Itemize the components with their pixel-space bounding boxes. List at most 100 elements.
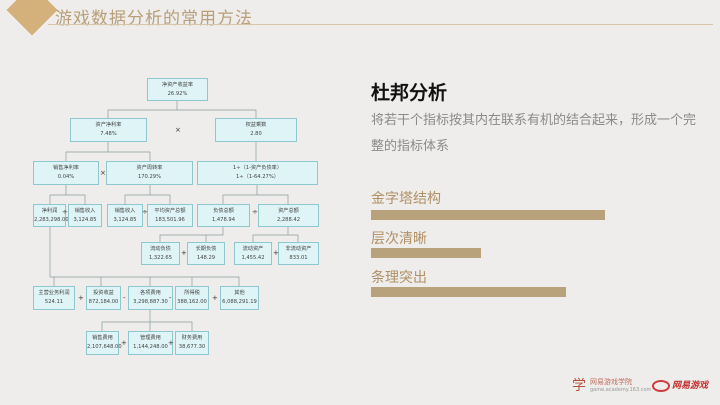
equity-multiplier-label: 权益乘数 bbox=[245, 122, 267, 128]
main-profit-value: 524.11 bbox=[44, 299, 64, 305]
asset-turnover-label: 资产周转率 bbox=[136, 165, 163, 171]
total-assets-label: 资产总额 bbox=[278, 207, 299, 214]
debt-formula-box: 1÷（1-资产负债率） 1÷（1-64.27%） bbox=[197, 161, 318, 185]
expenses-value: 3,298,887.30 bbox=[133, 299, 168, 305]
current-liabilities-box: 流动负债 1,322.65 bbox=[141, 242, 180, 265]
sales-revenue-box: 销售收入 3,124.85 bbox=[68, 204, 102, 227]
admin-expenses-label: 管理费用 bbox=[140, 335, 161, 341]
roe-box: 净资产收益率 26.92% bbox=[147, 78, 208, 101]
admin-expenses-box: 管理费用 1,144,248.00 bbox=[128, 331, 173, 355]
admin-expenses-value: 1,144,248.00 bbox=[133, 344, 168, 350]
plus-operator: + bbox=[273, 249, 279, 257]
section-heading: 杜邦分析 bbox=[371, 82, 448, 104]
current-assets-label: 流动资产 bbox=[242, 245, 264, 252]
net-profit-label: 净利润 bbox=[41, 207, 58, 214]
non-current-assets-label: 非流动资产 bbox=[285, 245, 312, 252]
net-profit-box: 净利润 2,283,298.00 bbox=[33, 204, 69, 227]
roa-value: 7.48% bbox=[100, 131, 117, 137]
point-hierarchy: 层次清晰 bbox=[371, 231, 427, 247]
minus-operator: - bbox=[169, 294, 172, 302]
divide-operator: ÷ bbox=[142, 208, 148, 216]
academy-logo-icon: 学 bbox=[572, 378, 586, 394]
times-operator: × bbox=[175, 126, 181, 134]
academy-url: game.academy.163.com bbox=[590, 386, 652, 393]
sales-revenue-box-2: 销售收入 3,124.85 bbox=[107, 204, 143, 227]
net-margin-box: 销售净利率 0.04% bbox=[33, 161, 99, 185]
roe-label: 净资产收益率 bbox=[161, 81, 194, 88]
times-operator: × bbox=[100, 169, 106, 177]
brand-logo-icon bbox=[652, 379, 670, 392]
plus-operator: + bbox=[181, 249, 187, 257]
plus-operator: + bbox=[168, 339, 174, 347]
other-value: 6,088,291.19 bbox=[222, 299, 257, 305]
finance-expenses-value: 38,677.30 bbox=[178, 344, 206, 350]
avg-total-assets-label: 平均资产总额 bbox=[154, 207, 186, 214]
investment-income-value: 872,184.00 bbox=[88, 299, 119, 305]
avg-total-assets-box: 平均资产总额 183,501.96 bbox=[147, 204, 193, 227]
long-term-liabilities-box: 长期负债 148.29 bbox=[187, 242, 225, 265]
other-label: 其他 bbox=[234, 290, 245, 296]
non-current-assets-box: 非流动资产 833.01 bbox=[278, 242, 319, 265]
total-liabilities-label: 负债总额 bbox=[213, 207, 234, 214]
divide-operator: ÷ bbox=[252, 208, 258, 216]
avg-total-assets-value: 183,501.96 bbox=[155, 216, 185, 223]
diagram-connectors bbox=[49, 101, 299, 331]
section-description: 将若干个指标按其内在联系有机的结合起来，形成一个完整的指标体系 bbox=[371, 113, 697, 154]
asset-turnover-box: 资产周转率 170.29% bbox=[106, 161, 193, 185]
equity-multiplier-box: 权益乘数 2.80 bbox=[215, 118, 297, 142]
sales-revenue-label: 销售收入 bbox=[114, 207, 136, 214]
selling-expenses-box: 销售费用 2,107,648.00 bbox=[86, 331, 122, 355]
minus-operator: - bbox=[123, 294, 126, 302]
divide-operator: ÷ bbox=[62, 208, 68, 216]
sales-revenue-label: 销售收入 bbox=[74, 207, 96, 214]
long-term-liabilities-label: 长期负债 bbox=[195, 245, 217, 252]
current-assets-value: 1,455.42 bbox=[241, 254, 265, 261]
point-pyramid: 金字塔结构 bbox=[371, 191, 441, 207]
main-profit-box: 主营业务利润 524.11 bbox=[33, 286, 75, 310]
net-margin-label: 销售净利率 bbox=[53, 165, 79, 171]
brand-logo: 网易游戏 bbox=[652, 378, 708, 392]
sales-revenue-value: 3,124.85 bbox=[113, 216, 137, 223]
equity-multiplier-value: 2.80 bbox=[250, 131, 262, 137]
sales-revenue-value: 3,124.85 bbox=[73, 216, 97, 223]
plus-operator: + bbox=[121, 339, 127, 347]
investment-income-box: 投资收益 872,184.00 bbox=[86, 286, 121, 310]
total-liabilities-value: 1,478.94 bbox=[211, 216, 236, 223]
roa-label: 资产净利率 bbox=[95, 122, 122, 128]
plus-operator: + bbox=[212, 294, 218, 302]
total-assets-value: 2,288.42 bbox=[276, 216, 301, 223]
expenses-label: 各项费用 bbox=[140, 290, 161, 296]
main-profit-label: 主营业务利润 bbox=[38, 290, 70, 296]
investment-income-label: 投资收益 bbox=[93, 290, 114, 296]
expenses-box: 各项费用 3,298,887.30 bbox=[128, 286, 173, 310]
brand-name: 网易游戏 bbox=[672, 381, 709, 391]
roa-box: 资产净利率 7.48% bbox=[70, 118, 147, 142]
net-profit-value: 2,283,298.00 bbox=[34, 216, 69, 223]
point-bar bbox=[371, 248, 481, 258]
current-liabilities-label: 流动负债 bbox=[150, 245, 171, 252]
point-bar bbox=[371, 210, 605, 220]
current-liabilities-value: 1,322.65 bbox=[148, 254, 173, 261]
debt-formula-value: 1÷（1-64.27%） bbox=[236, 174, 279, 180]
non-current-assets-value: 833.01 bbox=[289, 254, 308, 261]
point-clarity: 条理突出 bbox=[371, 270, 427, 286]
point-bar bbox=[371, 287, 566, 297]
header-divider bbox=[48, 24, 713, 25]
plus-operator: + bbox=[78, 294, 84, 302]
long-term-liabilities-value: 148.29 bbox=[196, 254, 216, 261]
net-margin-value: 0.04% bbox=[57, 174, 75, 180]
current-assets-box: 流动资产 1,455.42 bbox=[234, 242, 272, 265]
total-liabilities-box: 负债总额 1,478.94 bbox=[197, 204, 250, 227]
roe-value: 26.92% bbox=[167, 90, 188, 97]
income-tax-box: 所得税 388,162.00 bbox=[175, 286, 209, 310]
selling-expenses-value: 2,107,648.00 bbox=[87, 344, 122, 350]
asset-turnover-value: 170.29% bbox=[137, 174, 162, 180]
finance-expenses-box: 财务费用 38,677.30 bbox=[175, 331, 209, 355]
income-tax-value: 388,162.00 bbox=[177, 299, 207, 305]
selling-expenses-label: 销售费用 bbox=[92, 335, 113, 341]
finance-expenses-label: 财务费用 bbox=[181, 335, 203, 341]
other-box: 其他 6,088,291.19 bbox=[220, 286, 259, 310]
income-tax-label: 所得税 bbox=[184, 290, 200, 296]
debt-formula-label: 1÷（1-资产负债率） bbox=[232, 165, 283, 171]
